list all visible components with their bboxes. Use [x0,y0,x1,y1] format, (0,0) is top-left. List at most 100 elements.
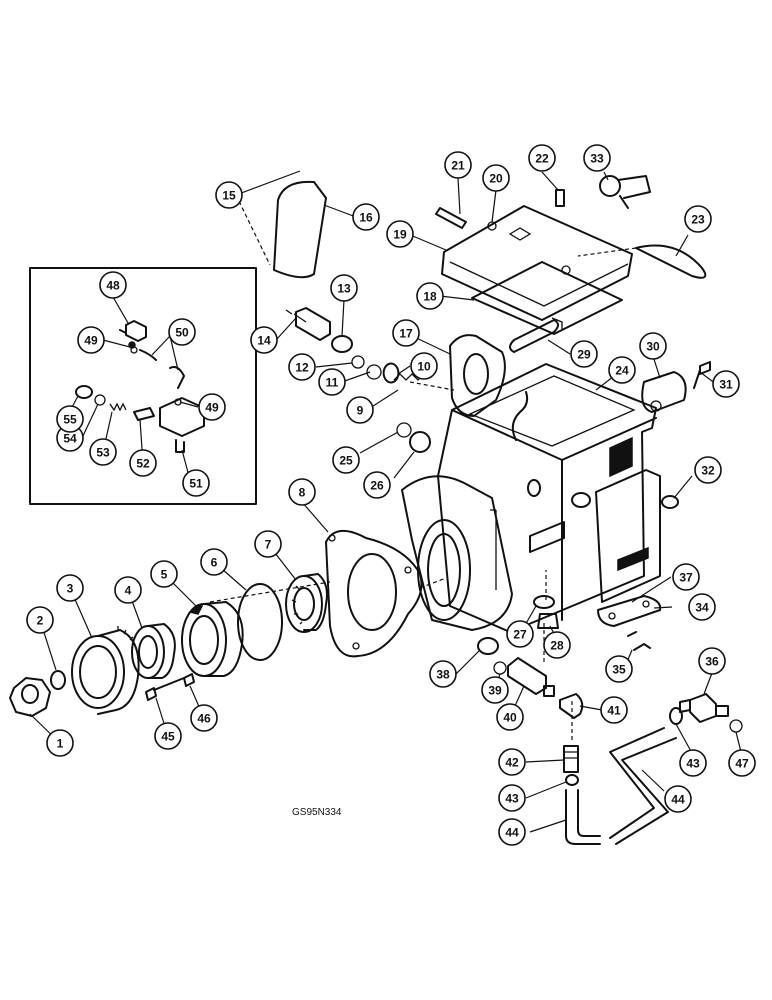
callout-circle [679,749,707,777]
valve-13-14 [275,299,353,353]
callout-label: 42 [505,756,519,770]
callout-31: 31 [712,370,740,398]
callout-circle [608,356,636,384]
callout-circle [99,271,127,299]
callout-label: 24 [615,364,629,378]
callout-44: 44 [498,818,526,846]
callout-label: 48 [106,279,120,293]
callout-51: 51 [182,469,210,497]
callout-circle [150,560,178,588]
seal-6 [213,561,283,661]
callout-28: 28 [543,631,571,659]
callout-47: 47 [728,749,756,777]
callout-15: 15 [215,181,243,209]
lever-30-31 [641,355,717,413]
callout-circle [77,326,105,354]
callout-circle [498,748,526,776]
callout-circle [639,332,667,360]
callout-label: 3 [67,582,74,596]
callout-label: 35 [612,663,626,677]
callout-circle [200,548,228,576]
callout-label: 10 [417,360,431,374]
callout-12: 12 [288,353,316,381]
callout-39: 39 [481,676,509,704]
callout-circle [482,164,510,192]
callout-43: 43 [679,749,707,777]
callout-circle [56,405,84,433]
callout-32: 32 [694,456,722,484]
callout-circle [429,660,457,688]
callout-49: 49 [198,393,226,421]
callout-9: 9 [346,396,374,424]
callout-circle [288,353,316,381]
callout-34: 34 [688,593,716,621]
callout-label: 39 [488,684,502,698]
callout-circle [698,647,726,675]
callout-label: 20 [489,172,503,186]
callout-22: 22 [528,144,556,172]
callout-label: 1 [57,737,64,751]
drawing-reference-code: GS95N334 [292,807,342,818]
callout-1: 1 [46,729,74,757]
callout-42: 42 [498,748,526,776]
callout-36: 36 [698,647,726,675]
callout-circle [600,696,628,724]
fittings-38-41 [455,622,603,719]
callout-label: 9 [357,404,364,418]
callout-24: 24 [608,356,636,384]
callout-label: 45 [161,730,175,744]
callout-label: 38 [436,668,450,682]
callout-circle [190,704,218,732]
callout-33: 33 [583,144,611,172]
callout-label: 49 [84,334,98,348]
callout-49: 49 [77,326,105,354]
gasket-15-16 [235,170,357,279]
callout-circle [89,438,117,466]
callout-circle [254,530,282,558]
callout-6: 6 [200,548,228,576]
callout-circle [215,181,243,209]
callout-48: 48 [99,271,127,299]
callout-circle [392,319,420,347]
nut-washer-1-2 [9,619,66,744]
lower-fittings-42-44 [525,700,601,845]
callout-label: 50 [175,326,189,340]
callout-44: 44 [664,785,692,813]
callout-label: 19 [393,228,407,242]
callout-label: 4 [125,584,132,598]
main-housing [401,363,661,633]
spring-set-9-12 [315,355,425,409]
callout-17: 17 [392,319,420,347]
callout-19: 19 [386,220,414,248]
callout-21: 21 [444,151,472,179]
callout-circle [288,478,316,506]
callout-circle [168,318,196,346]
callout-54: 54 [56,424,84,452]
callout-label: 28 [550,639,564,653]
callout-circle [198,393,226,421]
callout-circle [346,396,374,424]
callout-circle [570,340,598,368]
callout-circle [46,729,74,757]
top-cover-assembly [407,171,707,335]
callout-circle [672,563,700,591]
callout-4: 4 [114,576,142,604]
callout-circle [481,676,509,704]
callout-label: 37 [679,571,693,585]
callout-circle [386,220,414,248]
callout-label: 18 [423,290,437,304]
callout-2: 2 [26,606,54,634]
callout-circle [605,655,633,683]
gasket-8 [209,501,447,658]
callout-label: 15 [222,189,236,203]
callout-10: 10 [410,352,438,380]
callout-label: 11 [326,376,339,390]
callout-label: 31 [719,378,733,392]
callout-label: 23 [691,213,705,227]
callout-label: 34 [695,601,709,615]
bearing-4 [127,589,176,679]
callout-38: 38 [429,660,457,688]
callout-46: 46 [190,704,218,732]
callout-circle [26,606,54,634]
